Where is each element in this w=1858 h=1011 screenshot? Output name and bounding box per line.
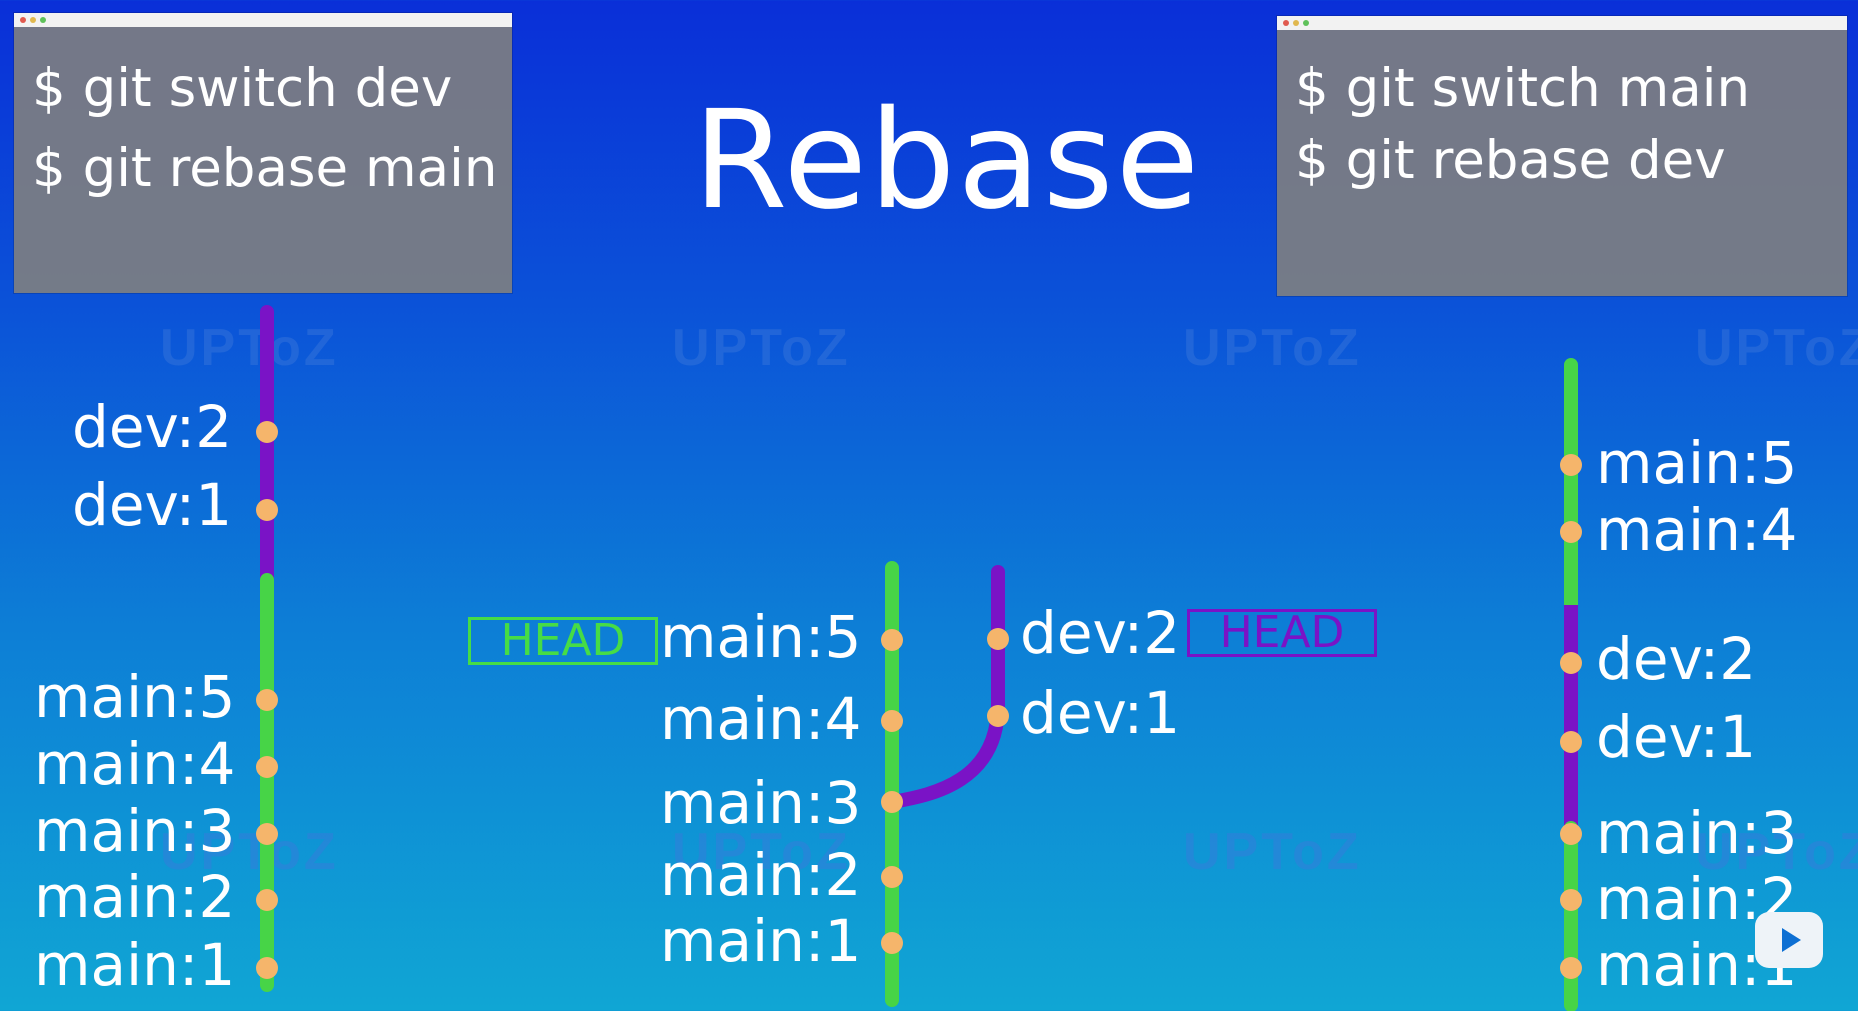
commit-label: main:5 <box>34 663 236 731</box>
minimize-dot-icon <box>30 17 36 23</box>
commit-dot <box>881 866 903 888</box>
close-dot-icon <box>20 17 26 23</box>
terminal-title-bar <box>14 13 512 27</box>
watermark-text: UPToZ <box>1695 319 1858 377</box>
head-pointer-main: HEAD <box>468 617 658 665</box>
play-button[interactable] <box>1755 912 1823 968</box>
watermark-text: UPToZ <box>672 319 851 377</box>
commit-dot <box>987 628 1009 650</box>
commit-dot <box>256 756 278 778</box>
commit-label: dev:2 <box>72 393 233 461</box>
commit-label: main:3 <box>660 769 862 837</box>
watermark-text: UPToZ <box>160 823 339 881</box>
commit-label: main:1 <box>660 907 862 975</box>
commit-label: main:1 <box>34 931 236 999</box>
watermark-text: UPToZ <box>1695 823 1858 881</box>
maximize-dot-icon <box>1303 20 1309 26</box>
watermark-text: UPToZ <box>160 319 339 377</box>
commit-dot <box>256 957 278 979</box>
commit-dot <box>256 823 278 845</box>
terminal-command-1: $ git switch dev <box>32 58 453 119</box>
commit-label: main:3 <box>1596 799 1798 867</box>
commit-dot <box>1560 454 1582 476</box>
commit-dot <box>1560 823 1582 845</box>
play-icon <box>1782 928 1801 952</box>
commit-dot <box>1560 957 1582 979</box>
commit-dot <box>987 705 1009 727</box>
terminal-title-bar <box>1277 16 1847 30</box>
commit-label: main:4 <box>1596 496 1798 564</box>
commit-dot <box>881 791 903 813</box>
head-pointer-dev: HEAD <box>1187 609 1377 657</box>
commit-label: main:4 <box>34 730 236 798</box>
commit-label: dev:1 <box>1020 679 1181 747</box>
minimize-dot-icon <box>1293 20 1299 26</box>
commit-label: main:5 <box>660 603 862 671</box>
watermark-text: UPToZ <box>672 823 851 881</box>
commit-label: dev:1 <box>1596 703 1757 771</box>
watermark-text: UPToZ <box>1183 319 1362 377</box>
dev-branch-line <box>885 565 1005 809</box>
terminal-command-2: $ git rebase dev <box>1295 130 1726 191</box>
terminal-command-1: $ git switch main <box>1295 58 1751 119</box>
commit-dot <box>881 629 903 651</box>
commit-dot <box>1560 521 1582 543</box>
right-terminal-window: $ git switch main $ git rebase dev <box>1277 16 1847 296</box>
commit-dot <box>881 932 903 954</box>
commit-dot <box>256 499 278 521</box>
watermark-text: UPToZ <box>1183 823 1362 881</box>
commit-dot <box>1560 652 1582 674</box>
commit-label: main:5 <box>1596 429 1798 497</box>
commit-label: dev:2 <box>1020 599 1181 667</box>
maximize-dot-icon <box>40 17 46 23</box>
commit-dot <box>1560 889 1582 911</box>
commit-label: main:2 <box>34 863 236 931</box>
slide-title: Rebase <box>693 82 1202 240</box>
commit-dot <box>881 710 903 732</box>
left-terminal-window: $ git switch dev $ git rebase main <box>14 13 512 293</box>
commit-label: main:4 <box>660 685 862 753</box>
terminal-command-2: $ git rebase main <box>32 138 498 199</box>
commit-label: dev:1 <box>72 471 233 539</box>
close-dot-icon <box>1283 20 1289 26</box>
commit-dot <box>1560 731 1582 753</box>
commit-label: main:2 <box>660 841 862 909</box>
commit-dot <box>256 421 278 443</box>
commit-label: dev:2 <box>1596 625 1757 693</box>
commit-label: main:3 <box>34 797 236 865</box>
commit-dot <box>256 889 278 911</box>
commit-dot <box>256 689 278 711</box>
